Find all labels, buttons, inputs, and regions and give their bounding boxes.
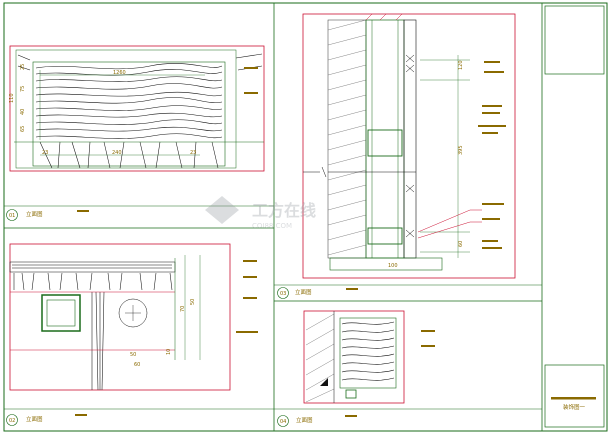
v02-dim-2: 60 [134, 362, 140, 368]
view-04-wood-grain [341, 321, 395, 381]
v01-dim-br: 23 [190, 150, 196, 156]
v03-dim-top: 120 [458, 60, 464, 70]
watermark-sub: COI88.COM [252, 222, 292, 230]
view-03-tag [346, 288, 358, 290]
view-02-caption: 立面图 [26, 415, 43, 423]
v02-dim-1: 50 [130, 352, 136, 358]
v03-dim-bot: 100 [388, 263, 398, 269]
v02-dim-3: 70 [180, 306, 186, 312]
watermark-logo: 工方在线 COI88.COM [205, 196, 316, 230]
v01-dim-l2: 75 [20, 86, 26, 92]
sheet-border [3, 2, 608, 432]
v01-dim-l3: 40 [20, 109, 26, 115]
watermark-text: 工方在线 [252, 201, 316, 220]
view-02-tag [75, 414, 87, 416]
view-03-number: 03 [280, 291, 286, 297]
view-01-wood-grain [17, 53, 263, 169]
v02-dim-4: 50 [190, 299, 196, 305]
view-03-wall-hatch [327, 19, 367, 256]
v01-dim-l5: 25 [20, 64, 26, 70]
view-01-number: 01 [9, 213, 15, 219]
v01-dim-l1: 110 [9, 93, 15, 103]
v03-dim-low: 60 [458, 241, 464, 247]
view-04-number: 04 [280, 419, 286, 425]
view-04-number-bubble [277, 415, 289, 427]
v01-dim-bottom: 240 [112, 150, 122, 156]
view-01-number-bubble [6, 209, 18, 221]
view-01-caption: 立面图 [26, 210, 43, 218]
view-03-section: 120 395 60 100 [302, 13, 516, 279]
view-04-caption: 立面图 [296, 416, 313, 424]
v01-dim-top: 1260 [113, 70, 126, 76]
view-01-elevation: 1260 240 23 23 110 75 40 65 25 [9, 45, 265, 172]
title-line1-bar [551, 397, 596, 400]
view-02-number: 02 [9, 418, 15, 424]
v02-dim-5: 10 [166, 349, 172, 355]
view-02-elevation: 50 60 70 50 10 [9, 243, 258, 391]
view-02-number-bubble [6, 414, 18, 426]
v03-dim-mid: 395 [458, 145, 464, 155]
title-line2: 装饰图一 [563, 403, 586, 411]
view-03-number-bubble [277, 287, 289, 299]
v01-dim-bl: 23 [42, 150, 48, 156]
view-01-tag [77, 210, 89, 212]
title-logo-box [544, 5, 605, 75]
view-04-detail [303, 310, 435, 404]
view-04-tag [345, 415, 357, 417]
v01-dim-l4: 65 [20, 126, 26, 132]
view-04-wall-hatch [305, 313, 335, 403]
view-02-wood-grain [12, 264, 173, 391]
view-03-caption: 立面图 [295, 288, 312, 296]
title-info-box [544, 364, 605, 428]
